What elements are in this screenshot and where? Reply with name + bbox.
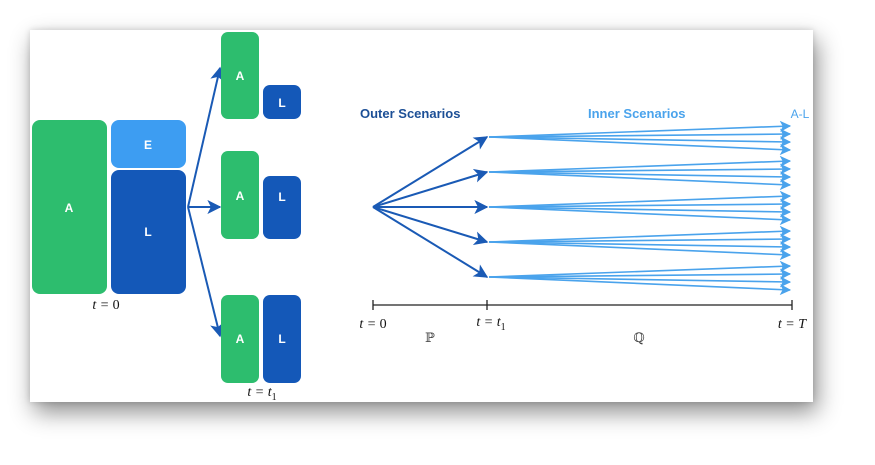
timeline: t = 0 t = t1 t = T ℙ ℚ (359, 300, 807, 346)
inner-scenarios-heading: Inner Scenarios (588, 106, 686, 121)
asset-block-t0 (32, 120, 107, 294)
liability-label-t1-3: L (278, 332, 285, 346)
inner-scenario-arrow (488, 206, 792, 226)
inner-scenario-arrow (488, 171, 792, 183)
equity-label-t0: E (144, 138, 152, 152)
inner-scenario-arrow (488, 241, 792, 253)
asset-label-t1-1: A (236, 69, 245, 83)
outer-scenario-arrow (372, 206, 489, 278)
asset-block-t1-1 (221, 32, 259, 119)
risk-neutral-measure: ℚ (633, 331, 644, 346)
inner-scenario-arrow (488, 120, 792, 138)
asset-block-t1-2 (221, 151, 259, 239)
liability-label-t0: L (144, 225, 151, 239)
liability-block-t1-2 (263, 176, 301, 239)
asset-block-t1-3 (221, 295, 259, 383)
equity-block-t0 (111, 120, 186, 168)
terminal-value-label: A-L (791, 107, 810, 121)
asset-label-t1-3: A (236, 332, 245, 346)
inner-scenario-arrow (488, 190, 792, 208)
inner-scenario-arrow (488, 136, 792, 156)
liability-label-t1-1: L (278, 96, 285, 110)
inner-scenario-arrow (488, 268, 792, 280)
inner-scenario-arrow (488, 276, 792, 288)
inner-scenario-arrow (488, 163, 792, 175)
time-label-t1-caption: t = t1 (247, 385, 276, 402)
inner-scenario-arrow (488, 155, 792, 173)
outer-scenario-arrow (372, 169, 489, 208)
balance-sheet-t1-3: A L (221, 295, 301, 383)
asset-label-t1-2: A (236, 189, 245, 203)
timeline-label-t1: t = t1 (476, 315, 505, 333)
inner-scenario-arrow (488, 136, 792, 148)
liability-block-t1-3 (263, 295, 301, 383)
inner-scenario-arrows (488, 120, 792, 296)
outer-scenario-arrow (372, 136, 489, 208)
liability-block-t0 (111, 170, 186, 294)
liability-block-t1-1 (263, 85, 301, 119)
balance-sheet-arrows (187, 66, 224, 338)
inner-scenario-arrow (488, 171, 792, 191)
arrow-to-sheet-3 (187, 206, 224, 338)
arrow-to-sheet-1 (187, 66, 224, 208)
balance-sheet-t1-1: A L (221, 32, 301, 119)
inner-scenario-arrow (488, 206, 792, 218)
real-world-measure: ℙ (425, 331, 435, 346)
inner-scenario-arrow (488, 241, 792, 261)
balance-sheet-t1-2: A L (221, 151, 301, 239)
inner-scenario-arrow (488, 260, 792, 278)
inner-scenario-arrow (488, 276, 792, 296)
inner-scenario-arrow (488, 233, 792, 245)
inner-scenario-arrow (488, 128, 792, 140)
timeline-label-t0: t = 0 (359, 317, 386, 332)
inner-scenario-arrow (488, 198, 792, 210)
liability-label-t1-2: L (278, 190, 285, 204)
inner-scenario-arrow (488, 225, 792, 243)
outer-scenarios-heading: Outer Scenarios (360, 106, 460, 121)
nested-simulation-diagram: A E L t = 0 A L A (32, 32, 810, 402)
figure-panel: A E L t = 0 A L A (30, 30, 813, 402)
timeline-label-tT: t = T (778, 317, 807, 332)
time-label-t0: t = 0 (92, 298, 119, 313)
balance-sheet-t0: A E L t = 0 (32, 120, 186, 313)
outer-scenario-arrow (372, 206, 489, 245)
outer-scenario-arrows (372, 136, 489, 278)
asset-label-t0: A (65, 201, 74, 215)
